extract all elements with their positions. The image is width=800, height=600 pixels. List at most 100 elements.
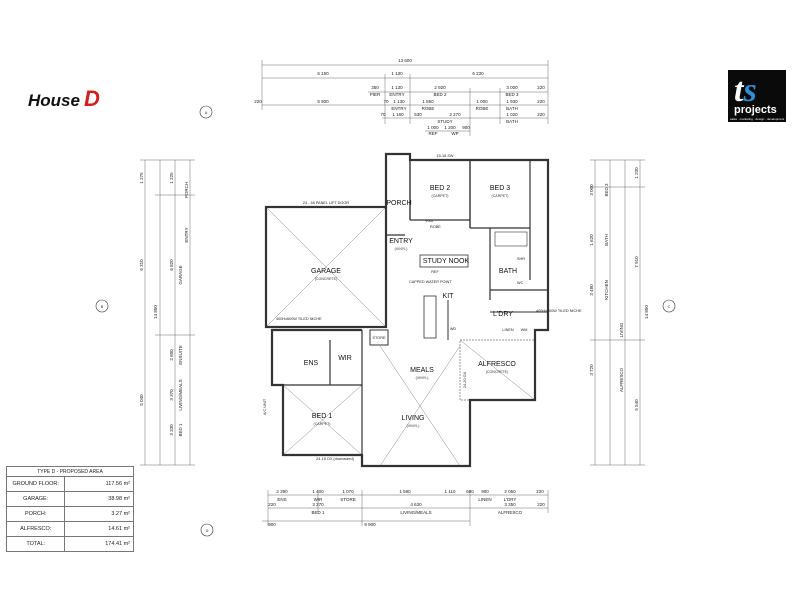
dim-bottom-r1: 900	[481, 489, 489, 494]
room-garage-floor: (CONCRETE)	[315, 277, 338, 281]
dim-bottom-r2: 220	[537, 502, 545, 507]
dim-top-r3: 5 900	[317, 99, 329, 104]
dim-left-label: ENSUITE	[178, 345, 183, 365]
dim-top-r4: 220	[537, 112, 545, 117]
dim-bottom-r1: 1 070	[342, 489, 354, 494]
dim-top-r3-label: ROBE	[476, 106, 489, 111]
dimension-text: 13 600 6 150 1 130 6 230 350 1 130 2 920…	[139, 58, 649, 527]
dim-right-r1: 7 910	[634, 256, 639, 268]
dim-top-3: 6 230	[472, 71, 484, 76]
logo-mark-t: t	[734, 72, 744, 109]
walls	[264, 152, 550, 468]
dim-left-r1: 1 275	[139, 172, 144, 184]
note-robe: ROBE	[430, 225, 441, 229]
room-ens: ENS	[304, 360, 319, 367]
dim-top-r5-label: REF	[429, 131, 438, 136]
dim-top-r2-5: 220	[537, 85, 545, 90]
dim-top-r4-label: BATH	[506, 119, 518, 124]
dim-bottom-r2-label: BED 1	[311, 510, 325, 515]
dim-top-r3: 70	[383, 99, 389, 104]
dim-bottom-r1-label: STORE	[340, 497, 355, 502]
note-shr: SHR	[517, 257, 525, 261]
dim-top-r3: 1 130	[393, 99, 405, 104]
room-entry: ENTRY	[389, 238, 413, 245]
dim-top-r3: 220	[537, 99, 545, 104]
room-alfresco: ALFRESCO	[478, 361, 516, 368]
dim-bottom-r2: 220	[268, 502, 276, 507]
dim-left-r2: 2 600	[169, 349, 174, 361]
dim-bottom-r2-label: LIVING/MEALS	[400, 510, 431, 515]
area-label: TOTAL:	[5, 536, 66, 552]
plan-notes: 24 - 48 PANEL LIFT DOOR 400Hx600W TILED …	[263, 154, 582, 461]
note-capped-water: CAPPED WATER POINT	[409, 280, 452, 284]
dim-right-r2: 1 620	[589, 234, 594, 246]
dim-overall-top: 13 600	[398, 58, 412, 63]
note-ac-unit: A/C UNIT	[263, 398, 267, 415]
dim-left-r1: 6 310	[139, 259, 144, 271]
dim-top-r3-label: ENTRY	[391, 106, 406, 111]
logo-mark-s: s	[743, 72, 757, 109]
dim-bottom-r2: 4 630	[410, 502, 422, 507]
room-bed2-floor: (CARPET)	[432, 194, 449, 198]
dim-top-r2-label: PIER	[370, 92, 381, 97]
room-garage: GARAGE	[311, 268, 341, 275]
note-ox-right: 24-20 OX	[463, 371, 467, 388]
dim-bottom-r2: 3 350	[504, 502, 516, 507]
area-value: 174.41 m²	[64, 536, 134, 552]
note-tiled-niche-right: 400Hx600W TILED NICHE	[536, 309, 582, 313]
room-wir: WIR	[338, 355, 352, 362]
dim-right-r1: 5 540	[634, 399, 639, 411]
dimension-lines	[140, 60, 645, 526]
note-tiled-niche-left: 400Hx600W TILED NICHE	[276, 317, 322, 321]
dim-bottom-r1: 220	[536, 489, 544, 494]
dim-bottom-r3: 9 900	[364, 522, 376, 527]
dim-top-r3: 220	[254, 99, 262, 104]
room-living-floor: (VINYL)	[407, 424, 420, 428]
dim-top-2: 1 130	[391, 71, 403, 76]
dim-top-r2-1: 350	[371, 85, 379, 90]
dim-top-r5: 1 200	[444, 125, 456, 130]
dim-left-label: LIVING/MEALS	[178, 379, 183, 410]
room-bed3-floor: (CARPET)	[492, 194, 509, 198]
dim-right-label: BATH	[604, 234, 609, 246]
room-bed2: BED 2	[430, 185, 450, 192]
fixture-wm: WM	[521, 328, 528, 332]
dim-bottom-r1: 2 050	[504, 489, 516, 494]
section-markers: A B C D	[95, 105, 676, 537]
dim-bottom-r1: 1 400	[312, 489, 324, 494]
dim-top-r3-label: ROBE	[422, 106, 435, 111]
dim-right-label: ALFRESCO	[619, 367, 624, 392]
title-letter: D	[83, 86, 100, 111]
dim-right-r2: 3 720	[589, 364, 594, 376]
dim-right-label: KITCHEN	[604, 280, 609, 300]
fixture-wd: WD	[450, 327, 457, 331]
dim-left-r2: 6 820	[169, 259, 174, 271]
dim-left-overall: 14 850	[153, 305, 158, 319]
dim-bottom-r1: 1 590	[399, 489, 411, 494]
dim-right-r2: 3 480	[589, 284, 594, 296]
area-table-row: TOTAL:174.41 m²	[5, 536, 134, 552]
room-bath: BATH	[499, 268, 517, 275]
room-meals: MEALS	[410, 367, 434, 374]
dim-bottom-r1: 2 390	[276, 489, 288, 494]
logo-mark: ts	[734, 74, 757, 108]
note-ox-bottom: 24-18 OX (downsized)	[316, 457, 355, 461]
dim-top-r4: 2 270	[449, 112, 461, 117]
dim-right-overall: 14 850	[644, 305, 649, 319]
dim-top-r3: 1 850	[422, 99, 434, 104]
dim-left-label: PORCH	[184, 182, 189, 198]
dim-top-r2-label: BED 3	[505, 92, 519, 97]
dim-top-1: 6 150	[317, 71, 329, 76]
dim-bottom-r3: 900	[268, 522, 276, 527]
dim-right-label: BED 3	[604, 183, 609, 197]
dim-top-r2-2: 1 130	[391, 85, 403, 90]
dim-top-r5: 900	[462, 125, 470, 130]
dim-left-r1: 5 040	[139, 394, 144, 406]
marker-c: C	[668, 305, 671, 309]
area-table: TYPE D - PROPOSED AREA GROUND FLOOR:117.…	[5, 466, 134, 552]
dim-right-r2: 3 000	[589, 184, 594, 196]
logo-tagline: sales · marketing · design · development	[730, 117, 785, 121]
room-study-nook: STUDY NOOK	[423, 258, 469, 265]
